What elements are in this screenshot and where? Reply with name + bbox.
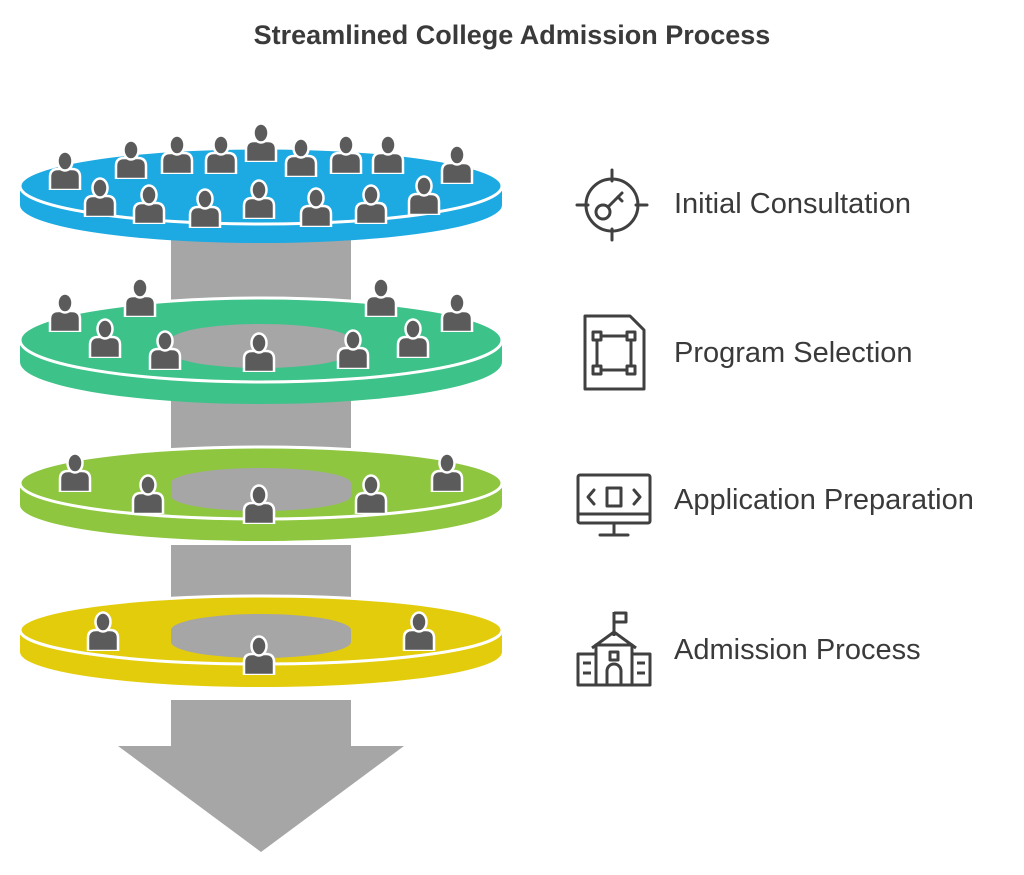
person-icon bbox=[440, 144, 474, 184]
person-icon bbox=[371, 134, 405, 174]
person-icon bbox=[114, 139, 148, 179]
stage-label-initial-consultation: Initial Consultation bbox=[674, 188, 911, 220]
person-icon bbox=[48, 150, 82, 190]
stage-label-admission-process: Admission Process bbox=[674, 634, 921, 666]
stage-label-application-preparation: Application Preparation bbox=[674, 484, 974, 516]
person-icon bbox=[440, 292, 474, 332]
person-icon bbox=[123, 277, 157, 317]
person-icon bbox=[204, 134, 238, 174]
person-icon bbox=[284, 137, 318, 177]
stage-label-program-selection: Program Selection bbox=[674, 337, 913, 369]
person-icon bbox=[329, 134, 363, 174]
monitor-code-icon bbox=[576, 473, 652, 537]
person-icon bbox=[244, 122, 278, 162]
target-key-icon bbox=[575, 168, 649, 242]
diagram-title: Streamlined College Admission Process bbox=[253, 20, 771, 50]
flow-arrow bbox=[118, 700, 404, 852]
document-selection-icon bbox=[583, 314, 646, 391]
person-icon bbox=[364, 277, 398, 317]
person-icon bbox=[160, 134, 194, 174]
person-icon bbox=[48, 292, 82, 332]
school-building-icon bbox=[576, 611, 652, 687]
